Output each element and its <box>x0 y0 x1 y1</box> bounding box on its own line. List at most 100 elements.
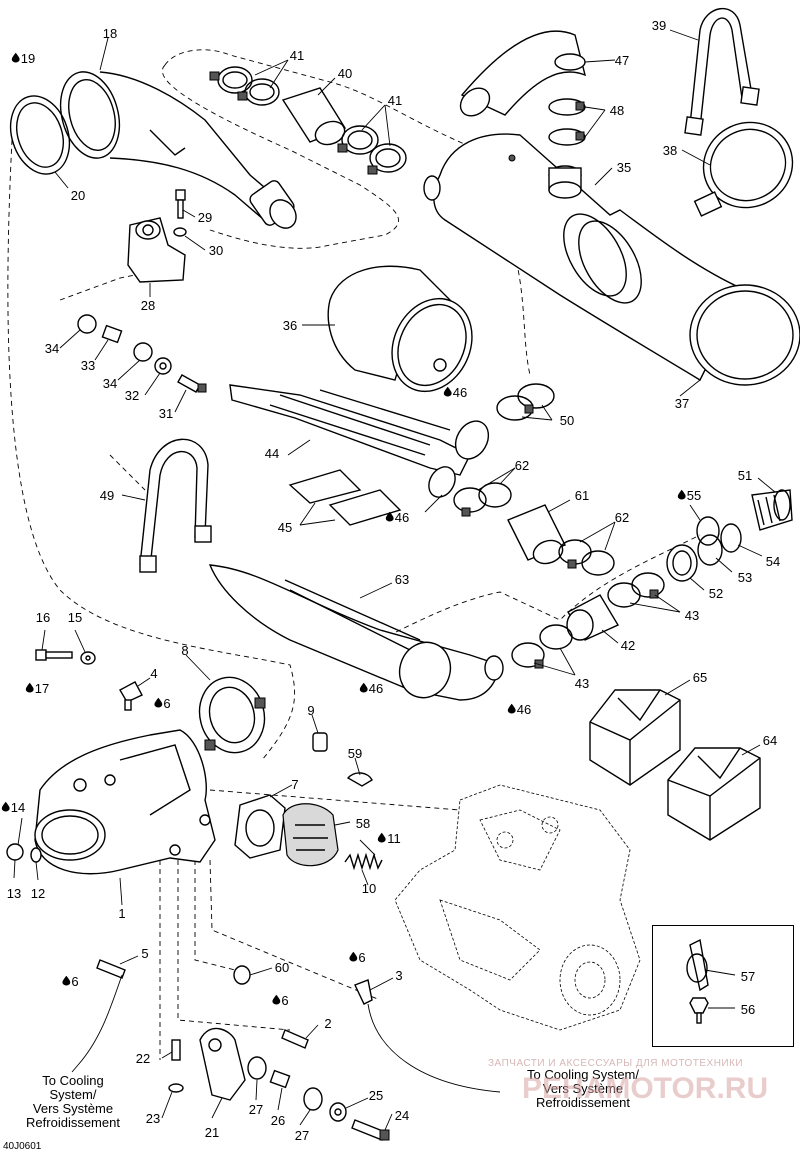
part-33-spacer <box>101 324 123 344</box>
callout-c27a: 27 <box>249 1102 263 1117</box>
lubricant-drop-icon <box>154 697 163 708</box>
part-62-clamps-upper <box>453 482 512 517</box>
callout-c34b: 34 <box>103 376 117 391</box>
part-23-washer <box>168 1083 184 1093</box>
inset-parts <box>686 938 709 1024</box>
part-28-bracket <box>127 217 186 283</box>
callout-c43a: 43 <box>685 608 699 623</box>
callout-c50: 50 <box>560 413 574 428</box>
part-47-outlet-elbow <box>459 30 587 117</box>
callout-c40: 40 <box>338 66 352 81</box>
callout-c6d: 6 <box>281 993 288 1008</box>
part-40-hose <box>281 87 347 146</box>
callout-c62b: 62 <box>615 510 629 525</box>
part-27-sleeve-upper <box>247 1056 267 1080</box>
part-62-clamps-lower <box>558 539 615 576</box>
callout-c44: 44 <box>265 446 279 461</box>
callout-c61: 61 <box>575 488 589 503</box>
part-27-sleeve-lower <box>303 1087 323 1111</box>
lubricant-drop-icon <box>11 52 20 63</box>
lubricant-drop-icon <box>62 975 71 986</box>
callout-c1: 1 <box>118 906 125 921</box>
callout-c35: 35 <box>617 160 631 175</box>
callout-c27b: 27 <box>295 1128 309 1143</box>
part-30-washer <box>173 227 187 237</box>
part-63-water-box-pipe <box>208 564 504 701</box>
callout-c65: 65 <box>693 670 707 685</box>
callout-c6c: 6 <box>358 950 365 965</box>
callout-c62a: 62 <box>515 458 529 473</box>
watermark-brand: PEHAMOTOR.RU <box>522 1072 769 1105</box>
part-1-exhaust-manifold <box>34 729 216 875</box>
part-13-nut <box>6 843 24 861</box>
part-31-screw <box>177 374 207 393</box>
lubricant-drop-icon <box>359 682 368 693</box>
note-cooling-left-text: To Cooling System/ Vers Système Refroidi… <box>26 1073 120 1130</box>
part-65-support-block <box>589 689 681 786</box>
part-15-washer <box>80 651 96 665</box>
part-3-elbow <box>354 979 373 1005</box>
callout-c54: 54 <box>766 554 780 569</box>
part-64-support-block <box>667 747 761 841</box>
part-55-seal <box>696 516 720 546</box>
callout-c4: 4 <box>150 666 157 681</box>
note-to-cooling-system-right: To Cooling System/ Vers Système Refroidi… <box>508 1068 658 1110</box>
callout-c26: 26 <box>271 1113 285 1128</box>
callout-c21: 21 <box>205 1125 219 1140</box>
callout-c46b: 46 <box>395 510 409 525</box>
part-53-gasket <box>697 534 723 566</box>
lubricant-drop-icon <box>1 801 10 812</box>
callout-c36: 36 <box>283 318 297 333</box>
callout-c52: 52 <box>709 586 723 601</box>
callout-c42: 42 <box>621 638 635 653</box>
part-44-tube-bundle <box>229 384 490 498</box>
callout-c15: 15 <box>68 610 82 625</box>
lubricant-drop-icon <box>443 386 452 397</box>
part-41-clamps-upper <box>209 66 280 106</box>
callout-c51: 51 <box>738 468 752 483</box>
part-20-gasket <box>9 95 71 175</box>
callout-c37: 37 <box>675 396 689 411</box>
callout-c2: 2 <box>324 1016 331 1031</box>
callout-c39: 39 <box>652 18 666 33</box>
note-to-cooling-system-left: To Cooling System/ Vers Système Refroidi… <box>18 1074 128 1130</box>
cooling-hoses <box>71 974 501 1093</box>
callout-c8: 8 <box>181 643 188 658</box>
part-42-hose <box>566 594 620 641</box>
part-12-washer <box>30 847 42 863</box>
part-59-clip <box>346 772 373 787</box>
callout-c23: 23 <box>146 1111 160 1126</box>
callout-c46d: 46 <box>517 702 531 717</box>
part-2-fitting <box>281 1029 309 1049</box>
callout-c9: 9 <box>307 703 314 718</box>
part-7-gasket <box>234 794 286 859</box>
watermark-caption: ЗАПЧАСТИ И АКСЕССУАРЫ ДЛЯ МОТОТЕХНИКИ <box>488 1058 744 1069</box>
callout-c19: 19 <box>21 51 35 66</box>
callout-c5: 5 <box>141 946 148 961</box>
part-43-clamps-upper <box>607 572 665 608</box>
callout-c34a: 34 <box>45 341 59 356</box>
part-52-nut <box>666 544 698 582</box>
callout-c53: 53 <box>738 570 752 585</box>
callout-c41b: 41 <box>388 93 402 108</box>
callout-c47: 47 <box>615 53 629 68</box>
callout-c48: 48 <box>610 103 624 118</box>
leader-lines <box>13 29 776 1131</box>
part-32-washer <box>154 357 172 375</box>
callout-c38: 38 <box>663 143 677 158</box>
callout-c16: 16 <box>36 610 50 625</box>
lubricant-drop-icon <box>25 682 34 693</box>
callout-c46a: 46 <box>453 385 467 400</box>
part-43-clamps-lower <box>511 624 573 669</box>
part-16-screw <box>35 649 73 661</box>
callout-c46c: 46 <box>369 681 383 696</box>
callout-c18: 18 <box>103 26 117 41</box>
callout-c6b: 6 <box>71 974 78 989</box>
part-21-bracket <box>199 1027 246 1101</box>
part-35-muffler <box>423 133 800 386</box>
lubricant-drop-icon <box>272 994 281 1005</box>
callout-c60: 60 <box>275 960 289 975</box>
callout-c29: 29 <box>198 210 212 225</box>
part-8-flange <box>198 676 266 754</box>
part-29-screw <box>175 189 186 219</box>
